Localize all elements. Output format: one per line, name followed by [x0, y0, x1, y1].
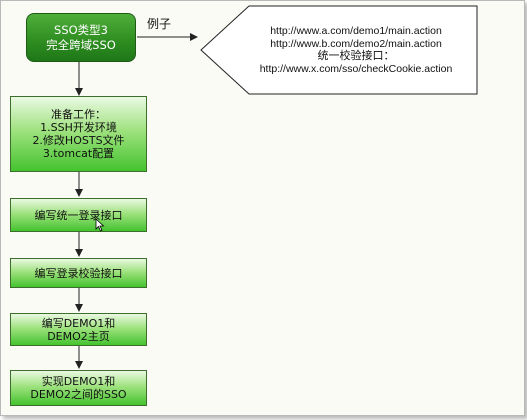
step1-line-4: 3.tomcat配置 — [42, 147, 115, 160]
connectors-layer — [75, 5, 478, 369]
mouse-pointer-icon — [95, 218, 105, 232]
callout-url-b: http://www.b.com/demo2/main.action — [270, 37, 442, 50]
callout-url-check: http://www.x.com/sso/checkCookie.action — [259, 62, 453, 75]
callout-check-interface-label: 统一校验接口： — [317, 49, 395, 62]
step5-line-1: 实现DEMO1和 — [41, 375, 116, 388]
step1-line-1: 准备工作： — [51, 108, 106, 121]
step-write-demo-pages[interactable]: 编写DEMO1和 DEMO2主页 — [10, 313, 147, 346]
step3-line-1: 编写登录校验接口 — [34, 266, 123, 280]
step-write-unified-login[interactable]: 编写统一登录接口 — [10, 198, 147, 232]
step1-line-3: 2.修改HOSTS文件 — [32, 134, 125, 147]
step4-line-2: DEMO2主页 — [47, 329, 110, 343]
step-implement-sso[interactable]: 实现DEMO1和 DEMO2之间的SSO — [10, 370, 147, 406]
step4-line-1: 编写DEMO1和 — [41, 316, 116, 330]
example-label: 例子 — [147, 17, 172, 31]
step-write-login-check[interactable]: 编写登录校验接口 — [10, 258, 147, 288]
example-callout-shape — [200, 5, 478, 95]
step1-line-2: 1.SSH开发环境 — [40, 121, 117, 134]
step2-line-1: 编写统一登录接口 — [34, 208, 123, 222]
example-callout-text: http://www.a.com/demo1/main.action http:… — [243, 25, 469, 75]
start-node-line-2: 完全跨域SSO — [46, 37, 116, 52]
step-prepare-work[interactable]: 准备工作： 1.SSH开发环境 2.修改HOSTS文件 3.tomcat配置 — [10, 96, 147, 172]
step5-line-2: DEMO2之间的SSO — [30, 388, 127, 401]
start-node-sso-type3[interactable]: SSO类型3 完全跨域SSO — [26, 13, 136, 62]
start-node-line-1: SSO类型3 — [54, 22, 108, 37]
callout-url-a: http://www.a.com/demo1/main.action — [270, 25, 442, 37]
